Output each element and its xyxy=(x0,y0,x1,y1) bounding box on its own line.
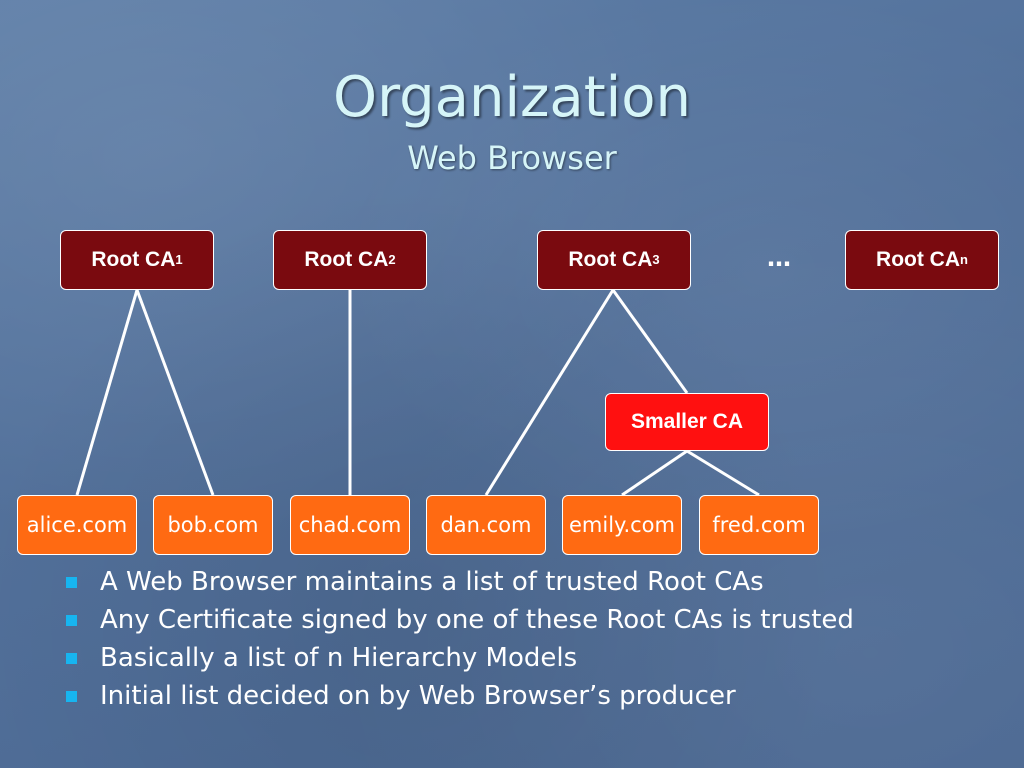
bullet-text: Initial list decided on by Web Browser’s… xyxy=(100,681,736,711)
leaf-fred-node: fred.com xyxy=(699,495,819,555)
edge-root1-bob xyxy=(135,289,215,496)
leaf-dan-node: dan.com xyxy=(426,495,546,555)
root-ca-1-label: Root CA xyxy=(91,248,176,271)
slide-title: Organization xyxy=(332,65,691,130)
bullet-item: Any Certificate signed by one of these R… xyxy=(62,601,854,639)
square-bullet-icon xyxy=(66,615,77,626)
smaller-ca-label: Smaller CA xyxy=(630,410,744,433)
smaller-ca-node: Smaller CA xyxy=(605,393,769,451)
root-ca-3-label: Root CA xyxy=(568,248,653,271)
square-bullet-icon xyxy=(66,691,77,702)
leaf-chad-node: chad.com xyxy=(290,495,410,555)
bullet-text: Any Certificate signed by one of these R… xyxy=(100,605,854,635)
bullet-text: A Web Browser maintains a list of truste… xyxy=(100,567,764,597)
leaf-emily-node: emily.com xyxy=(562,495,682,555)
edge-smaller-fred xyxy=(686,449,760,497)
bullet-item: Basically a list of n Hierarchy Models xyxy=(62,639,854,677)
bullet-list: A Web Browser maintains a list of truste… xyxy=(62,563,854,715)
more-roots-ellipsis: … xyxy=(767,244,793,272)
bullet-item: Initial list decided on by Web Browser’s… xyxy=(62,677,854,715)
leaf-bob-node: bob.com xyxy=(153,495,273,555)
slide-subtitle: Web Browser xyxy=(407,139,617,177)
root-ca-2-label: Root CA xyxy=(304,248,389,271)
leaf-alice-node: alice.com xyxy=(17,495,137,555)
edge-root3-dan xyxy=(484,289,615,496)
square-bullet-icon xyxy=(66,653,77,664)
edge-root1-alice xyxy=(75,289,139,496)
edge-root3-smaller xyxy=(611,289,689,394)
bullet-item: A Web Browser maintains a list of truste… xyxy=(62,563,854,601)
root-ca-n-label: Root CA xyxy=(876,248,961,271)
bullet-text: Basically a list of n Hierarchy Models xyxy=(100,643,578,673)
edge-smaller-emily xyxy=(621,449,688,497)
square-bullet-icon xyxy=(66,577,77,588)
